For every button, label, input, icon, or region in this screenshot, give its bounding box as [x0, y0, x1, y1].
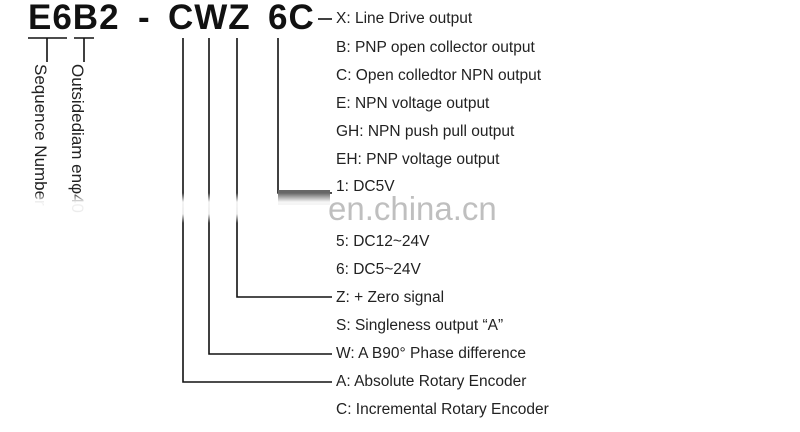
option-dc5-24v: 6: DC5~24V [336, 261, 421, 278]
option-npn-push-pull: GH: NPN push pull output [336, 123, 515, 140]
option-zero-signal: Z: + Zero signal [336, 289, 445, 306]
blur-overlay [0, 193, 800, 223]
line-voltage [277, 38, 332, 194]
model-dash: - [138, 0, 151, 37]
option-pnp-open-collector: B: PNP open collector output [336, 39, 535, 56]
model-part-type: CWZ [168, 0, 251, 37]
model-part-output: 6C [268, 0, 315, 37]
line-c [182, 38, 332, 383]
option-phase-difference: W: A B90° Phase difference [336, 345, 527, 362]
watermark: en.china.cn [328, 190, 497, 227]
line-w [208, 38, 332, 355]
sequence-number-label: Sequence Number [31, 64, 50, 206]
underline-b2 [74, 37, 94, 62]
option-dc12-24v: 5: DC12~24V [336, 233, 430, 250]
option-line-drive: X: Line Drive output [336, 10, 473, 27]
model-part-series: E6B2 [28, 0, 120, 37]
line-z [236, 38, 332, 298]
option-pnp-voltage: EH: PNP voltage output [336, 151, 500, 168]
outside-diameter-label: Outsidediam enφ40 [68, 64, 87, 213]
option-dc5v: 1: DC5V [336, 178, 395, 195]
option-absolute-encoder: A: Absolute Rotary Encoder [336, 373, 527, 390]
option-npn-voltage: E: NPN voltage output [336, 95, 490, 112]
option-npn-open-collector: C: Open colledtor NPN output [336, 67, 542, 84]
underline-e6 [28, 37, 67, 62]
option-incremental-encoder: C: Incremental Rotary Encoder [336, 401, 549, 418]
option-singleness: S: Singleness output “A” [336, 317, 504, 334]
